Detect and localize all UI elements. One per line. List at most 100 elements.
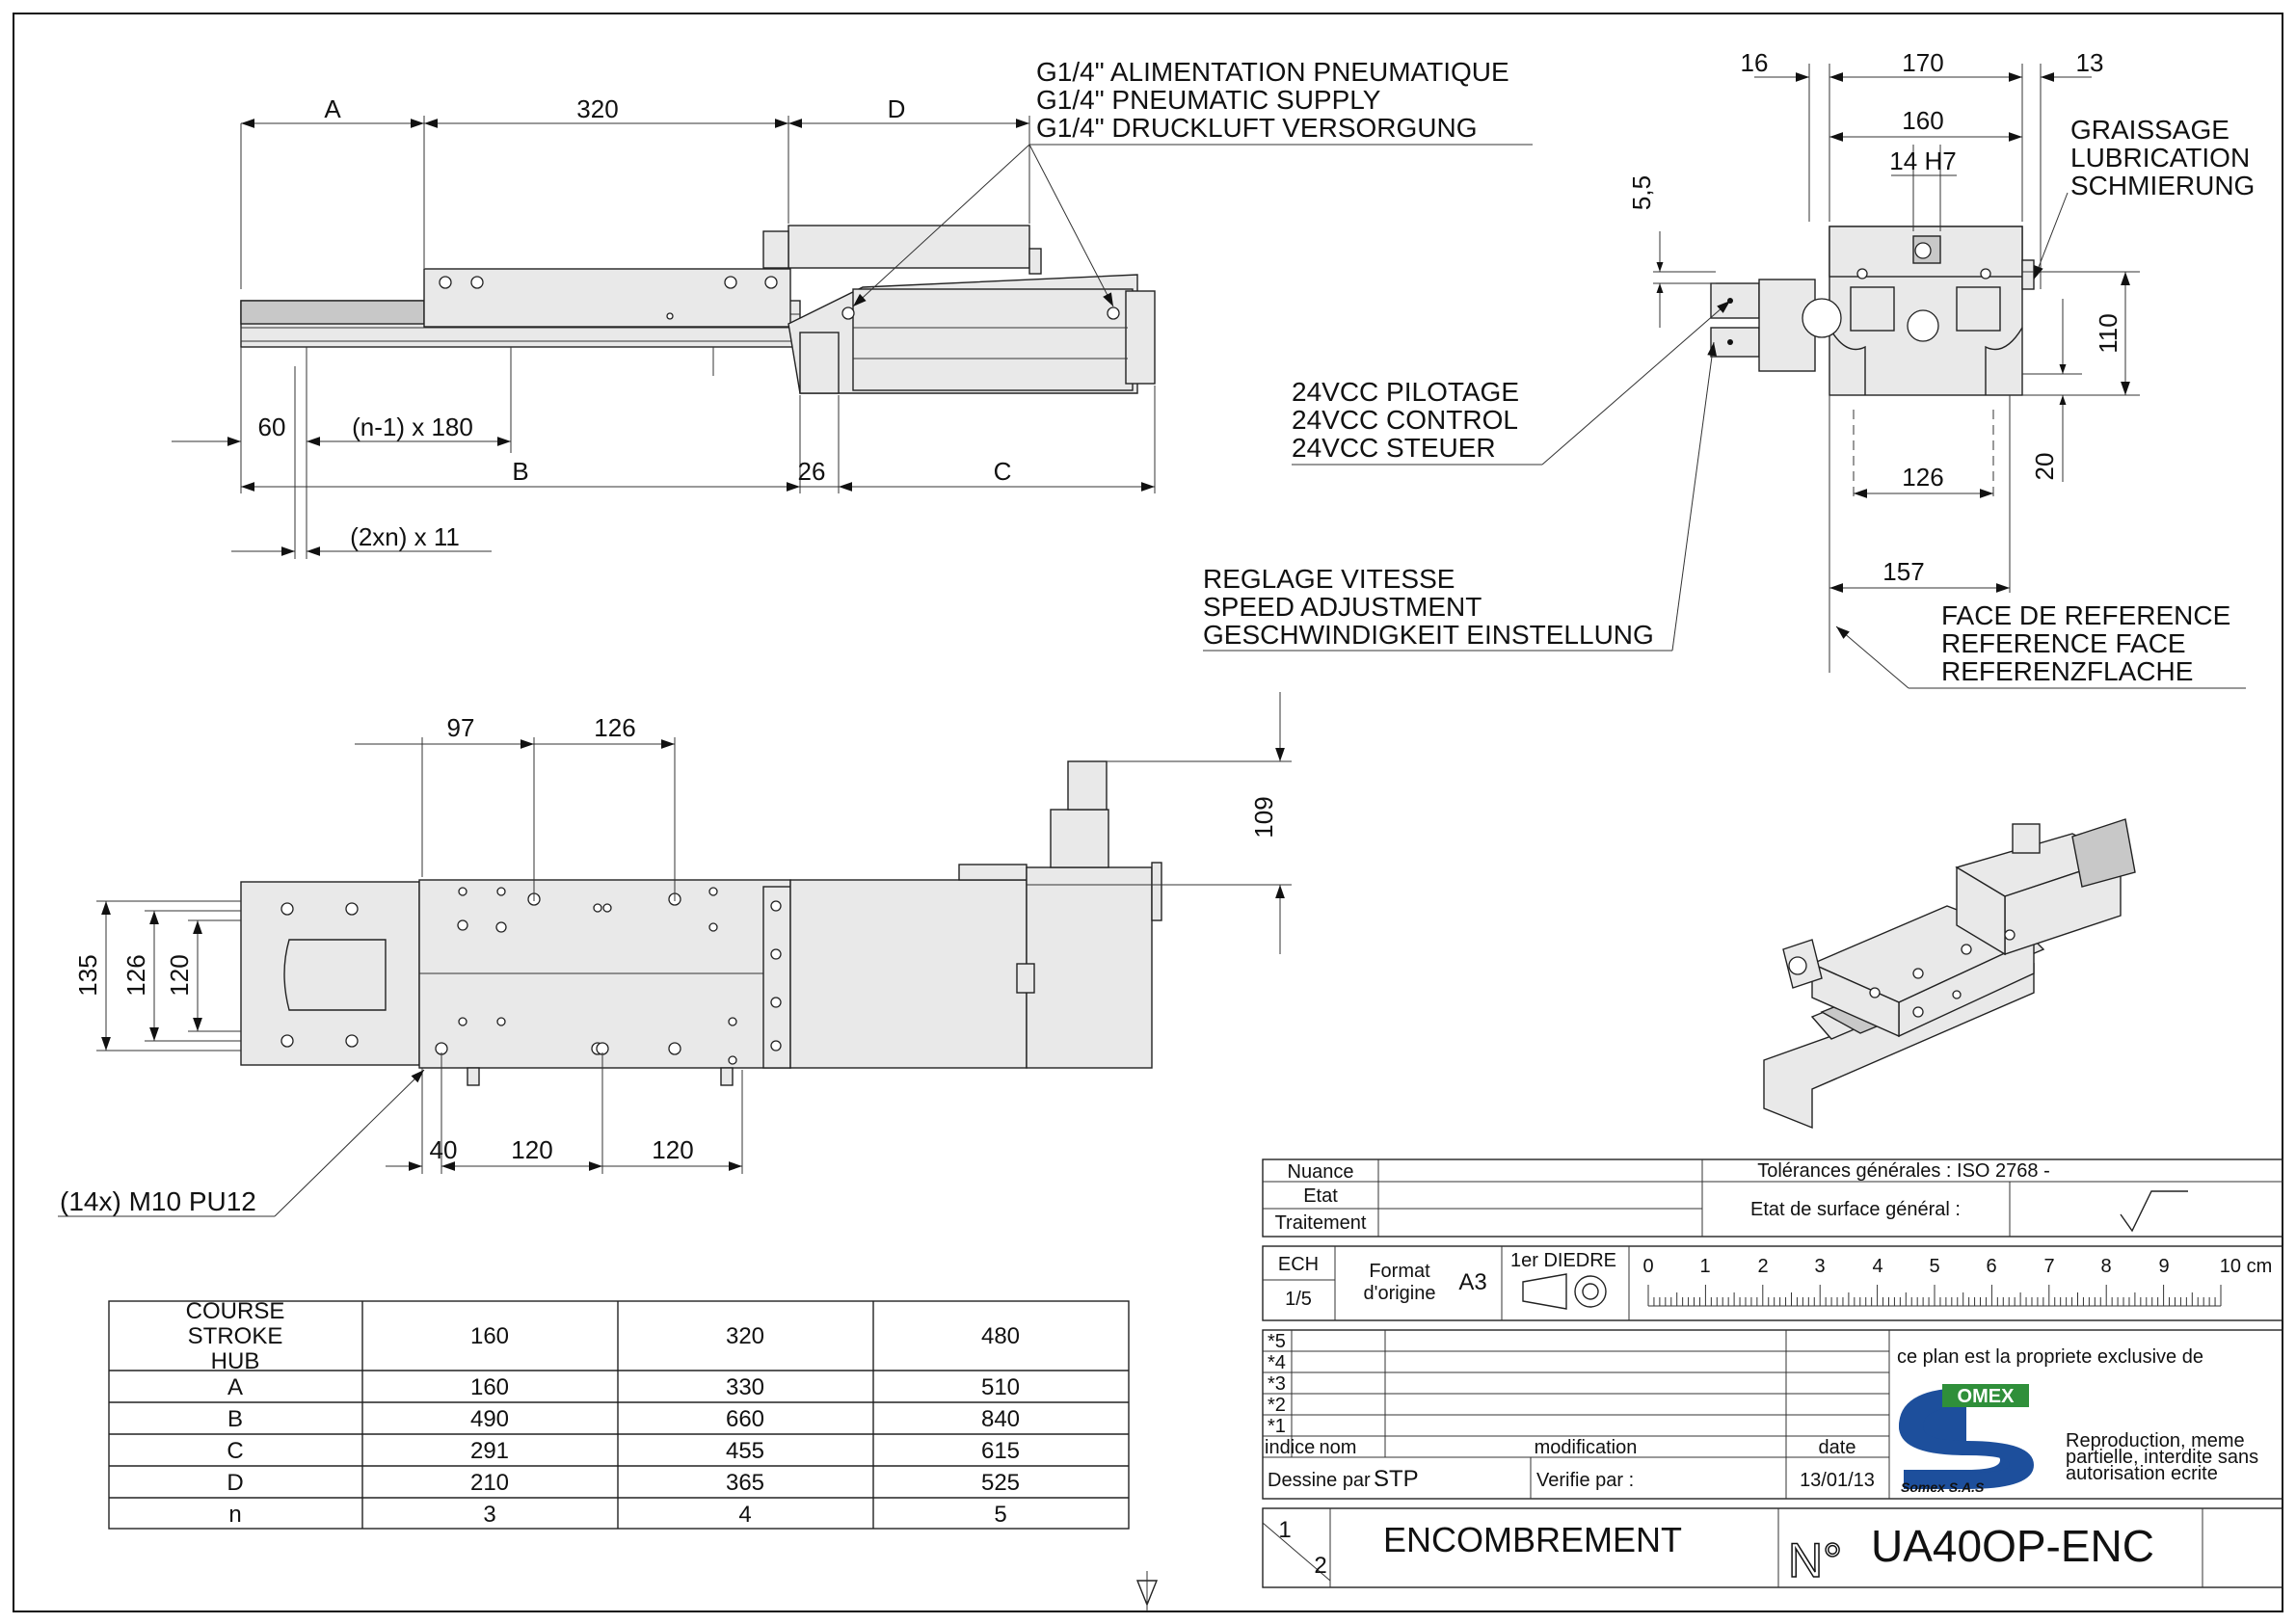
ruler-label: 3 [1814,1256,1825,1277]
dim-170-label: 170 [1902,48,1943,77]
table-row-label: n [228,1502,241,1528]
ruler-label: 8 [2100,1256,2111,1277]
sheet-border [13,13,2283,1612]
etat-label: Etat [1303,1185,1338,1207]
table-header-course: COURSE [186,1298,285,1324]
table-cell: 490 [470,1406,509,1432]
dim-d-label: D [888,94,906,123]
reference-note-de: REFERENZFLACHE [1941,656,2193,686]
dim-157-label: 157 [1882,557,1924,586]
ruler-label: 1 [1699,1256,1710,1277]
lubrication-note-fr: GRAISSAGE [2070,115,2229,145]
table-header-stroke: STROKE [188,1323,283,1349]
dim-109-label: 109 [1249,796,1278,838]
lubrication-note-de: SCHMIERUNG [2070,171,2255,200]
number-label: N° [1788,1533,1842,1587]
title-block: Nuance Etat Traitement Tolérances généra… [1262,1158,2283,1588]
front-view: A 320 D 60 (n-1) x 180 B 26 C (2xn) x 11… [172,57,1533,559]
ruler-label: 10 cm [2220,1256,2272,1277]
table-col-480: 480 [981,1323,1020,1349]
reproduction-text-1: Reproduction, meme [2066,1430,2245,1451]
dim-26-label: 26 [798,457,826,486]
dim-160-label: 160 [1902,106,1943,135]
reproduction-text-2: partielle, interdite sans [2066,1447,2258,1468]
dim-120a-label: 120 [511,1135,552,1164]
tolerances-text: Tolérances générales : ISO 2768 - [1757,1160,2050,1182]
table-row-label: D [227,1470,243,1496]
dim-16-label: 16 [1741,48,1769,77]
table-cell: 365 [726,1470,764,1496]
table-cell: 455 [726,1438,764,1464]
pneumatic-note-de: G1/4" DRUCKLUFT VERSORGUNG [1036,113,1478,143]
table-row-label: B [227,1406,243,1432]
dim-c-label: C [994,457,1012,486]
scale-value: 1/5 [1285,1289,1312,1310]
traitement-label: Traitement [1275,1212,1367,1234]
revision-label: *3 [1268,1373,1286,1395]
ruler-label: 0 [1642,1256,1653,1277]
stroke-table: COURSE STROKE HUB 160 320 480 A 160 330 … [108,1298,1130,1530]
format-label-1: Format [1369,1261,1430,1282]
indice-label: indice [1265,1437,1315,1458]
pneumatic-note-en: G1/4" PNEUMATIC SUPPLY [1036,85,1381,115]
dessine-label: Dessine par : [1268,1470,1381,1491]
surface-symbol-icon [2120,1190,2188,1233]
revision-label: *5 [1268,1331,1286,1352]
holes-note: (14x) M10 PU12 [60,1186,256,1216]
dim-n11-label: (2xn) x 11 [350,522,460,551]
revision-label: *1 [1268,1416,1286,1437]
reproduction-text-3: autorisation ecrite [2066,1463,2218,1484]
format-value: A3 [1458,1269,1486,1295]
property-text: ce plan est la propriete exclusive de [1897,1346,2203,1368]
dim-13-label: 13 [2076,48,2104,77]
nuance-label: Nuance [1288,1161,1354,1183]
table-col-320: 320 [726,1323,764,1349]
table-cell: 615 [981,1438,1020,1464]
dessine-value: STP [1374,1466,1419,1492]
drawing-number: UA40OP-ENC [1871,1521,2154,1571]
revision-label: *2 [1268,1395,1286,1416]
pneumatic-note-fr: G1/4" ALIMENTATION PNEUMATIQUE [1036,57,1509,87]
table-cell: 291 [470,1438,509,1464]
table-cell: 5 [994,1502,1006,1528]
table-cell: 525 [981,1470,1020,1496]
lubrication-note-en: LUBRICATION [2070,143,2250,173]
table-row-label: A [227,1374,243,1400]
verifie-label: Verifie par : [1536,1470,1634,1491]
dim-120-vert-label: 120 [165,954,194,996]
dim-60-label: 60 [258,413,286,441]
control-note-fr: 24VCC PILOTAGE [1292,377,1519,407]
table-cell: 210 [470,1470,509,1496]
dim-126-side-label: 126 [1902,463,1943,492]
dim-55-label: 5,5 [1627,175,1656,210]
dim-b-label: B [512,457,528,486]
surface-text: Etat de surface général : [1750,1199,1961,1220]
top-view: 97 126 109 135 126 120 40 120 120 (14x) … [58,692,1292,1217]
modification-label: modification [1535,1437,1638,1458]
ruler: 0 1 2 3 4 5 6 7 8 9 10 cm [1642,1256,2272,1307]
table-col-160: 160 [470,1323,509,1349]
ruler-label: 9 [2158,1256,2169,1277]
dim-14h7-label: 14 H7 [1889,146,1956,175]
dim-97-label: 97 [447,713,475,742]
dim-n180-label: (n-1) x 180 [352,413,473,441]
format-label-2: d'origine [1364,1283,1436,1304]
sheet-number: 1 [1278,1517,1291,1543]
table-cell: 660 [726,1406,764,1432]
logo-text: OMEX [1958,1386,2016,1407]
dim-110-label: 110 [2094,313,2122,353]
dim-a-label: A [324,94,341,123]
ruler-label: 4 [1872,1256,1882,1277]
dim-20-label: 20 [2030,453,2059,481]
sheet-total: 2 [1314,1553,1326,1579]
dim-126-top-label: 126 [594,713,635,742]
dim-120b-label: 120 [652,1135,693,1164]
revision-label: *4 [1268,1352,1286,1373]
table-cell: 3 [483,1502,495,1528]
nom-label: nom [1320,1437,1357,1458]
table-cell: 510 [981,1374,1020,1400]
projection-symbol-icon [1522,1273,1607,1310]
side-view: 16 170 13 160 14 H7 5,5 110 20 126 157 G… [1203,48,2255,689]
diedre-label: 1er DIEDRE [1510,1250,1616,1271]
